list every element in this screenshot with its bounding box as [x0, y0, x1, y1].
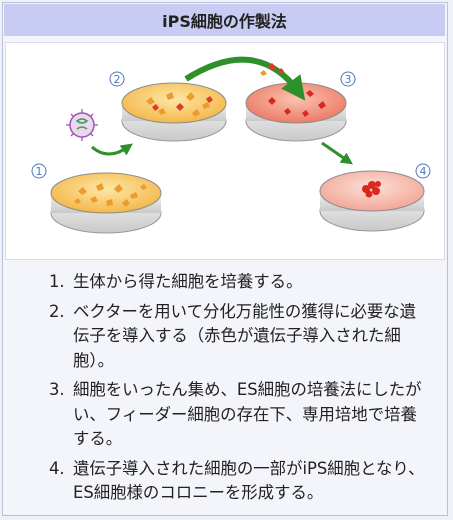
step-marker-4: 4 [415, 163, 431, 179]
step-number: 4. [49, 458, 65, 478]
step-item: 3. 細胞をいったん集め、ES細胞の培養法にしたがい、フィーダー細胞の存在下、専… [4, 378, 446, 452]
viral-vector-icon [66, 109, 98, 141]
step-list: 1. 生体から得た細胞を培養する。 2. ベクターを用いて分化万能性の獲得に必要… [4, 270, 446, 511]
ips-procedure-diagram: 1 2 3 4 [5, 42, 445, 260]
step-item: 4. 遺伝子導入された細胞の一部がiPS細胞となり、ES細胞様のコロニーを形成す… [4, 457, 446, 506]
step-item: 2. ベクターを用いて分化万能性の獲得に必要な遺伝子を導入する（赤色が遺伝子導入… [4, 300, 446, 374]
step-number: 2. [49, 301, 65, 321]
step-number: 3. [49, 380, 65, 399]
process-arrows [91, 56, 353, 165]
dish-1 [50, 172, 162, 234]
step-marker-1: 1 [31, 163, 47, 179]
step-text: 遺伝子導入された細胞の一部がiPS細胞となり、ES細胞様のコロニーを形成する。 [73, 458, 425, 503]
dish-3 [245, 82, 347, 142]
step-number: 1. [49, 272, 65, 291]
figure-title: iPS細胞の作製法 [4, 4, 445, 36]
step-marker-3: 3 [340, 71, 356, 87]
svg-text:1: 1 [36, 165, 43, 178]
svg-text:4: 4 [420, 165, 427, 178]
svg-text:2: 2 [114, 73, 121, 86]
dish-4 [319, 170, 425, 232]
ips-colony [362, 181, 381, 198]
dish-2 [121, 82, 227, 142]
step-marker-2: 2 [109, 71, 125, 87]
svg-text:3: 3 [345, 73, 352, 86]
step-text: 細胞をいったん集め、ES細胞の培養法にしたがい、フィーダー細胞の存在下、専用培地… [73, 380, 422, 448]
collected-cells [268, 63, 284, 74]
step-text: ベクターを用いて分化万能性の獲得に必要な遺伝子を導入する（赤色が遺伝子導入された… [73, 301, 417, 370]
step-text: 生体から得た細胞を培養する。 [73, 272, 303, 291]
step-item: 1. 生体から得た細胞を培養する。 [4, 270, 446, 295]
